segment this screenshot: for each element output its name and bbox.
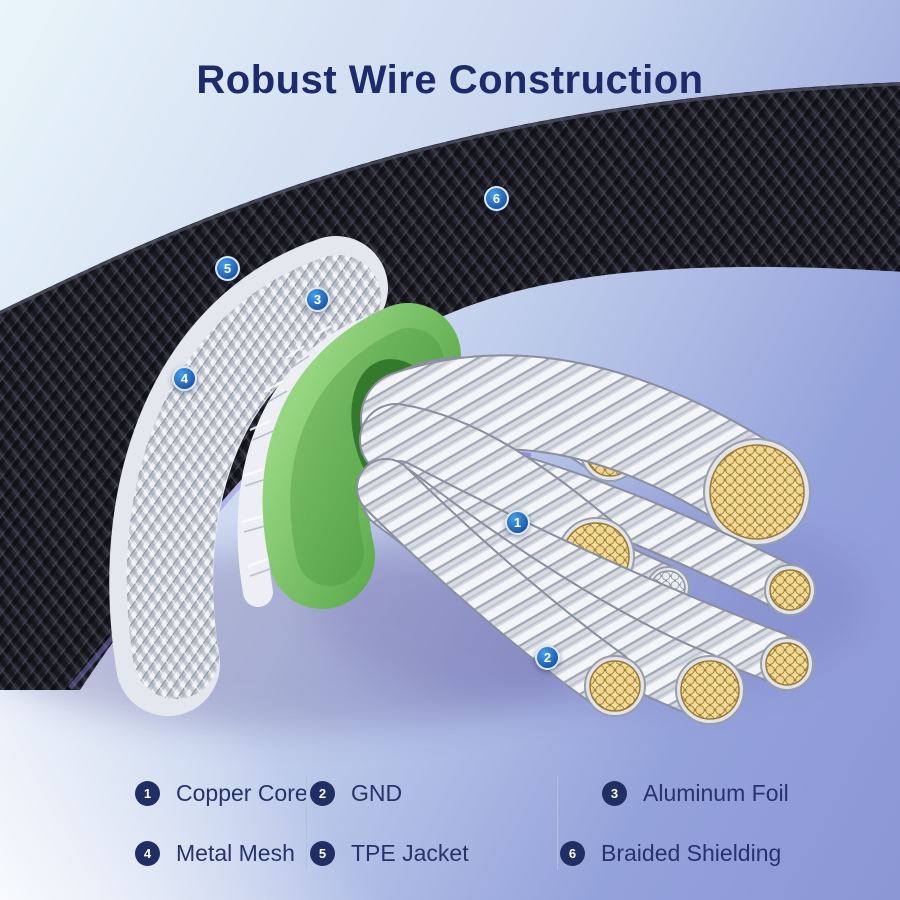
copper-core-cross-section (760, 637, 814, 691)
legend-item-label: GND (351, 779, 403, 806)
metal-mesh-layer (126, 255, 381, 699)
legend-divider (557, 776, 558, 870)
copper-core-cross-section (675, 655, 745, 725)
legend-item-metal-mesh: 4 Metal Mesh (95, 838, 310, 868)
legend-item-label: Aluminum Foil (643, 779, 789, 806)
wire-bundle (356, 354, 816, 725)
legend-item-label: TPE Jacket (351, 839, 469, 866)
legend-item-braided-shielding: 6 Braided Shielding (560, 838, 855, 868)
wire-strand (362, 356, 794, 530)
wire-strand (358, 460, 634, 706)
legend-item-number: 2 (310, 780, 335, 806)
legend: 1 Copper Core 2 GND 3 Aluminum Foil 4 Me… (95, 776, 855, 870)
legend-item-label: Metal Mesh (176, 839, 295, 866)
callout-badge-6: 6 (484, 186, 509, 211)
legend-item-aluminum-foil: 3 Aluminum Foil (560, 778, 855, 808)
foil-crinkles (241, 325, 332, 568)
legend-item-copper-core: 1 Copper Core (95, 778, 310, 808)
callout-badge-3: 3 (305, 287, 330, 312)
callout-badge-4: 4 (172, 366, 197, 391)
callout-badge-1: 1 (505, 510, 530, 535)
legend-divider (306, 776, 307, 870)
copper-core-cross-section (764, 564, 816, 616)
legend-item-number: 6 (560, 840, 585, 866)
legend-item-label: Braided Shielding (601, 839, 782, 866)
page-title: Robust Wire Construction (196, 58, 704, 102)
legend-item-number: 3 (602, 780, 627, 806)
legend-item-tpe-jacket: 5 TPE Jacket (310, 838, 560, 868)
legend-item-number: 4 (135, 840, 160, 866)
legend-item-number: 5 (310, 840, 335, 866)
callout-badge-2: 2 (535, 645, 560, 670)
legend-item-gnd: 2 GND (310, 778, 560, 808)
legend-item-number: 1 (135, 780, 160, 806)
legend-item-label: Copper Core (176, 779, 308, 806)
copper-core-cross-section (703, 438, 811, 546)
callout-badge-5: 5 (215, 256, 240, 281)
copper-core-cross-section (584, 655, 646, 717)
